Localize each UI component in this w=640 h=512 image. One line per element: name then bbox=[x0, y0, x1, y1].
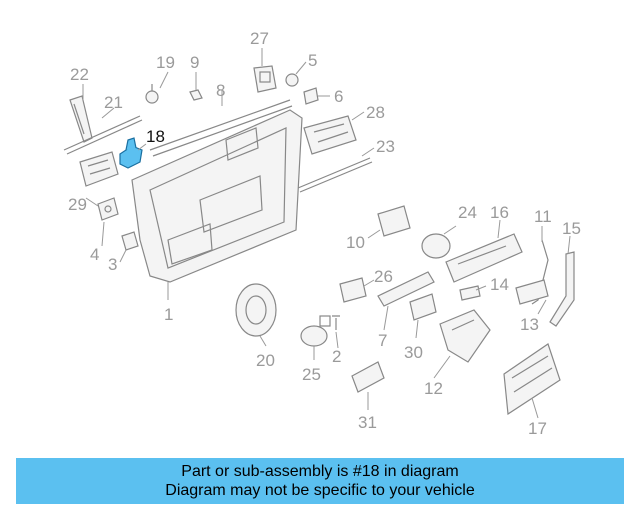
part-12-bin bbox=[439, 309, 491, 363]
callout-20: 20 bbox=[256, 351, 275, 370]
part-30-switch bbox=[409, 293, 437, 321]
callout-22: 22 bbox=[70, 65, 89, 84]
part-26-switch bbox=[339, 277, 367, 303]
part-18-highlighted bbox=[119, 137, 143, 169]
parts-diagram: 22 21 18 29 19 9 8 27 5 6 28 23 4 3 1 10… bbox=[63, 29, 581, 438]
part-9-clip bbox=[189, 89, 203, 101]
part-8-strip bbox=[149, 99, 293, 157]
part-1-door-panel bbox=[131, 109, 303, 283]
part-20-speaker bbox=[235, 283, 277, 337]
callout-3: 3 bbox=[108, 255, 117, 274]
callout-27: 27 bbox=[250, 29, 269, 48]
callout-5: 5 bbox=[308, 51, 317, 70]
banner-line-disclaimer: Diagram may not be specific to your vehi… bbox=[165, 482, 475, 499]
callout-16: 16 bbox=[490, 203, 509, 222]
callout-14: 14 bbox=[490, 275, 509, 294]
callout-19: 19 bbox=[156, 53, 175, 72]
part-6-clip bbox=[303, 87, 319, 105]
part-25-motor bbox=[300, 315, 331, 347]
callout-25: 25 bbox=[302, 365, 321, 384]
leader-lines bbox=[82, 48, 571, 419]
callout-31: 31 bbox=[358, 413, 377, 432]
callout-15: 15 bbox=[562, 219, 581, 238]
part-15-trim bbox=[549, 251, 575, 327]
banner-line-part-number: Part or sub-assembly is #18 in diagram bbox=[181, 463, 459, 480]
part-14-switch bbox=[459, 285, 481, 301]
callout-1: 1 bbox=[164, 305, 173, 324]
callout-8: 8 bbox=[216, 81, 225, 100]
callout-11: 11 bbox=[534, 207, 552, 226]
callout-17: 17 bbox=[528, 419, 547, 438]
callout-18: 18 bbox=[146, 127, 165, 146]
callout-6: 6 bbox=[334, 87, 343, 106]
callout-labels: 22 21 18 29 19 9 8 27 5 6 28 23 4 3 1 10… bbox=[68, 29, 581, 438]
part-16-switch-panel bbox=[445, 233, 523, 283]
callout-30: 30 bbox=[404, 343, 423, 362]
callout-23: 23 bbox=[376, 137, 395, 156]
part-19-clip bbox=[145, 84, 159, 104]
info-banner: Part or sub-assembly is #18 in diagram D… bbox=[16, 458, 624, 504]
callout-12: 12 bbox=[424, 379, 443, 398]
part-3-clip bbox=[121, 231, 139, 251]
part-7-strip bbox=[377, 271, 435, 307]
part-31-handle bbox=[351, 361, 385, 393]
callout-24: 24 bbox=[458, 203, 477, 222]
callout-4: 4 bbox=[90, 245, 99, 264]
callout-2: 2 bbox=[332, 347, 341, 366]
part-24-cap bbox=[421, 233, 451, 259]
part-29-switch bbox=[79, 151, 119, 187]
part-21-strip bbox=[63, 115, 143, 155]
callout-26: 26 bbox=[374, 267, 393, 286]
part-2-screw bbox=[332, 315, 340, 330]
part-28-switch bbox=[303, 115, 357, 155]
part-5-clip bbox=[285, 73, 299, 87]
callout-10: 10 bbox=[346, 233, 365, 252]
part-27-switch bbox=[253, 65, 277, 93]
callout-28: 28 bbox=[366, 103, 385, 122]
callout-7: 7 bbox=[378, 331, 387, 350]
part-10-bracket bbox=[377, 205, 411, 237]
part-22-tweeter-cover bbox=[69, 95, 93, 143]
callout-29: 29 bbox=[68, 195, 87, 214]
callout-13: 13 bbox=[520, 315, 539, 334]
part-13-switch bbox=[515, 279, 549, 305]
part-4-fastener bbox=[97, 197, 119, 221]
part-23-rod bbox=[297, 157, 373, 193]
part-17-panel bbox=[503, 343, 561, 416]
callout-21: 21 bbox=[104, 93, 123, 112]
callout-9: 9 bbox=[190, 53, 199, 72]
